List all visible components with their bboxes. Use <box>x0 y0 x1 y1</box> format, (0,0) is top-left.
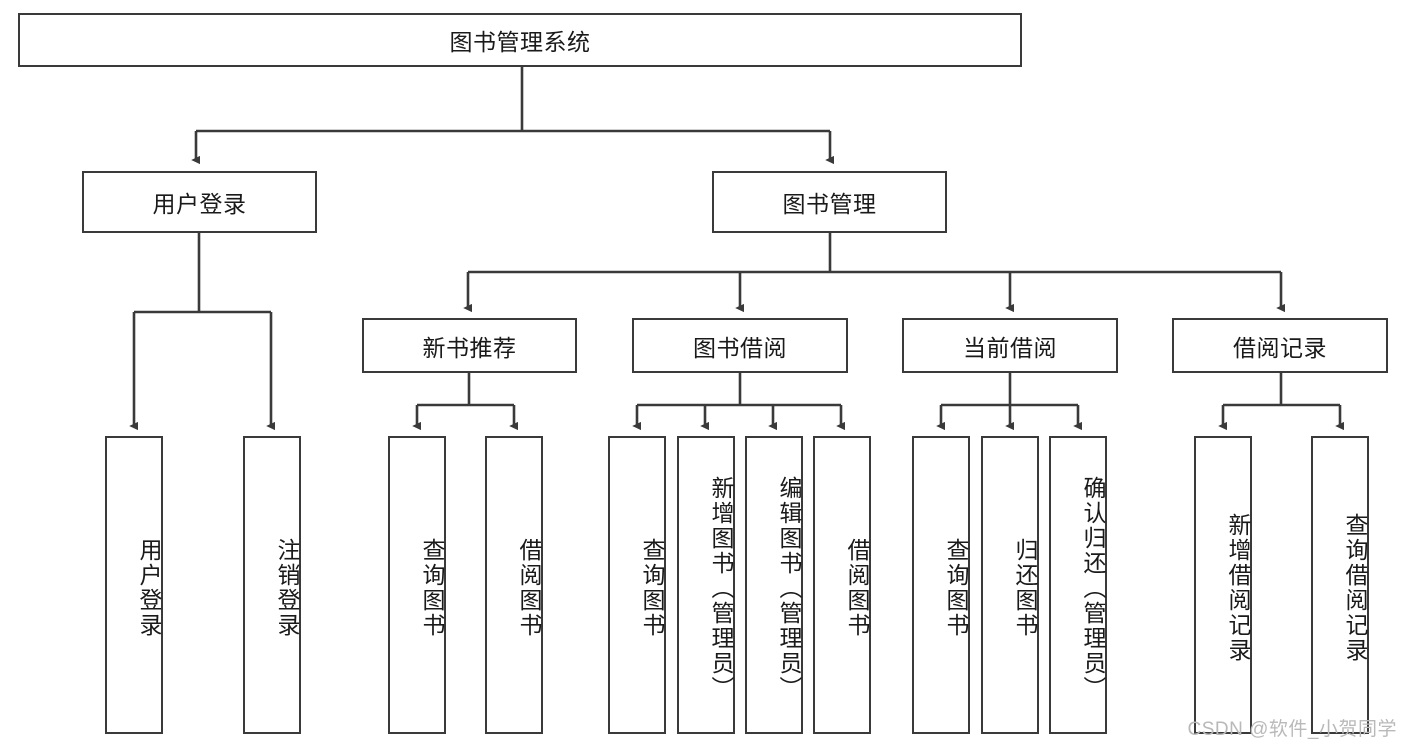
node-label: 图书借阅 <box>693 334 787 361</box>
leaf-book-borrow-query[interactable]: 查询图书 <box>608 436 666 734</box>
node-label: 借阅图书 <box>516 538 542 638</box>
leaf-borrow-record-add[interactable]: 新增借阅记录 <box>1194 436 1252 734</box>
node-label: 图书管理系统 <box>449 29 591 55</box>
leaf-user-login-login[interactable]: 用户登录 <box>105 436 163 734</box>
node-label: 归还图书 <box>1012 538 1038 638</box>
node-label: 借阅记录 <box>1233 334 1327 361</box>
node-label: 注销登录 <box>274 538 300 638</box>
node-label: 查询借阅记录 <box>1342 513 1368 663</box>
node-label: 查询图书 <box>419 538 445 638</box>
node-label: 查询图书 <box>943 538 969 638</box>
node-user-login[interactable]: 用户登录 <box>82 171 317 233</box>
leaf-current-borrow-return[interactable]: 归还图书 <box>981 436 1039 734</box>
node-label: 确认归还（管理员） <box>1080 475 1106 701</box>
leaf-new-book-query[interactable]: 查询图书 <box>388 436 446 734</box>
leaf-book-borrow-borrow[interactable]: 借阅图书 <box>813 436 871 734</box>
node-book-borrow[interactable]: 图书借阅 <box>632 318 848 373</box>
node-new-book-recommend[interactable]: 新书推荐 <box>362 318 577 373</box>
node-label: 新增借阅记录 <box>1225 513 1251 663</box>
leaf-current-borrow-query[interactable]: 查询图书 <box>912 436 970 734</box>
node-current-borrow[interactable]: 当前借阅 <box>902 318 1118 373</box>
node-borrow-record[interactable]: 借阅记录 <box>1172 318 1388 373</box>
node-label: 图书管理 <box>782 191 877 217</box>
leaf-book-borrow-edit[interactable]: 编辑图书（管理员） <box>745 436 803 734</box>
node-label: 用户登录 <box>136 538 162 638</box>
node-label: 新增图书（管理员） <box>708 475 734 701</box>
node-label: 用户登录 <box>152 191 247 217</box>
node-book-management[interactable]: 图书管理 <box>712 171 947 233</box>
node-label: 编辑图书（管理员） <box>776 475 802 701</box>
node-label: 新书推荐 <box>422 334 517 361</box>
leaf-new-book-borrow[interactable]: 借阅图书 <box>485 436 543 734</box>
node-label: 查询图书 <box>639 538 665 638</box>
node-label: 当前借阅 <box>963 334 1057 361</box>
leaf-book-borrow-add[interactable]: 新增图书（管理员） <box>677 436 735 734</box>
leaf-current-borrow-confirm[interactable]: 确认归还（管理员） <box>1049 436 1107 734</box>
leaf-borrow-record-query[interactable]: 查询借阅记录 <box>1311 436 1369 734</box>
node-root-system[interactable]: 图书管理系统 <box>18 13 1022 67</box>
leaf-user-login-logout[interactable]: 注销登录 <box>243 436 301 734</box>
node-label: 借阅图书 <box>844 538 870 638</box>
